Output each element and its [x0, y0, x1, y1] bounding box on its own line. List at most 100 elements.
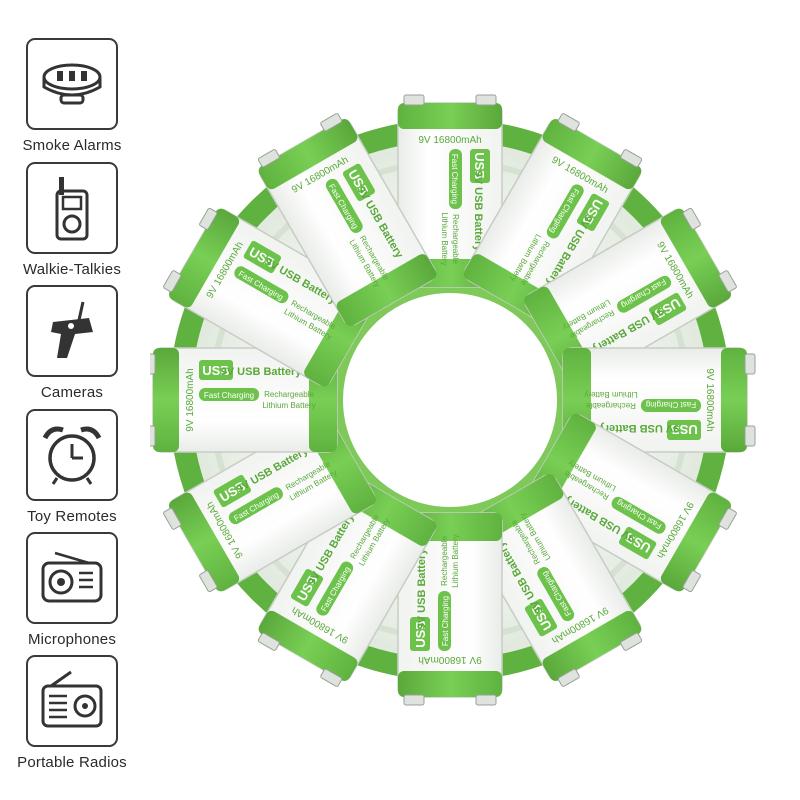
battery-terminal: [403, 94, 425, 106]
fast-charging-label: Fast Charging: [204, 391, 254, 400]
tray-center: [333, 283, 567, 517]
battery-terminal: [257, 149, 280, 168]
smoke-alarm-icon: [26, 38, 118, 130]
feature-label: Walkie-Talkies: [22, 261, 122, 278]
battery-name-label: 9V USB Battery: [221, 366, 303, 378]
walkie-talkie-icon: [26, 162, 118, 254]
usb-badge: [342, 163, 376, 202]
battery-terminal: [144, 425, 156, 447]
usb-badge-text: USB: [670, 422, 697, 437]
remote-controller-icon: [26, 285, 118, 377]
feature-label: Cameras: [40, 384, 104, 401]
battery-name-label: 9V USB Battery: [416, 548, 428, 630]
battery-terminal: [475, 694, 497, 706]
usb-badge-text: USB: [202, 363, 229, 378]
fast-charging-pill: [234, 266, 289, 304]
battery-terminal: [199, 207, 218, 230]
chemistry-label: Lithium Battery: [451, 534, 460, 587]
feature-cameras: Cameras: [8, 285, 136, 401]
battery-terminal: [744, 425, 756, 447]
usb-badge: [667, 420, 701, 440]
battery-terminal: [620, 632, 643, 651]
battery-top-band: [398, 671, 502, 697]
feature-label: Microphones: [27, 631, 117, 648]
battery-terminal: [320, 113, 343, 132]
alarm-clock-icon: [26, 409, 118, 501]
usb-badge-text: USB: [472, 152, 487, 179]
feature-label: Portable Radios: [17, 754, 127, 771]
fast-charging-pill: [611, 496, 666, 534]
battery-capacity-label: 9V 16800mAh: [185, 368, 196, 431]
usb-badge: [199, 360, 233, 380]
battery-top-band: [542, 610, 642, 681]
battery-terminal: [557, 113, 580, 132]
battery-terminal: [320, 668, 343, 687]
radio-icon: [26, 532, 118, 624]
battery-terminal: [744, 353, 756, 375]
battery-capacity-label: 9V 16800mAh: [418, 135, 481, 146]
usb-badge-text: USB: [413, 620, 428, 647]
fast-charging-pill: [641, 399, 701, 412]
battery-name-label: 9V USB Battery: [472, 171, 484, 253]
battery-top-band: [660, 208, 731, 308]
battery-terminal: [475, 94, 497, 106]
fast-charging-pill: [316, 561, 354, 616]
use-cases-sidebar: Smoke Alarms Walkie-Talkies Cameras: [0, 0, 160, 800]
fast-charging-pill: [325, 178, 363, 233]
battery-terminal: [144, 353, 156, 375]
feature-label: Toy Remotes: [27, 508, 117, 525]
battery-top-band: [258, 119, 358, 190]
rechargeable-label: Rechargeable: [264, 390, 314, 399]
usb-badge: [576, 193, 610, 232]
feature-smoke-alarms: Smoke Alarms: [8, 38, 136, 154]
fast-charging-pill: [537, 567, 575, 622]
usb-badge: [648, 292, 687, 326]
battery-terminal: [257, 632, 280, 651]
usb-badge: [470, 149, 490, 183]
rechargeable-label: Rechargeable: [451, 214, 460, 264]
battery-capacity-label: 9V 16800mAh: [418, 654, 481, 665]
feature-toy-remotes: Toy Remotes: [8, 409, 136, 525]
chemistry-label: Lithium Battery: [440, 212, 449, 265]
battery-top-band: [153, 348, 179, 452]
battery-terminal: [163, 270, 182, 293]
portable-radio-icon: [26, 655, 118, 747]
feature-microphones: Microphones: [8, 532, 136, 648]
battery-top-band: [169, 208, 240, 308]
fast-charging-pill: [617, 275, 672, 313]
usb-badge: [290, 568, 324, 607]
usb-badge: [213, 474, 252, 508]
usb-badge: [410, 617, 430, 651]
battery-top-band: [169, 492, 240, 592]
battery-bottom-band: [336, 254, 437, 326]
usb-badge: [524, 598, 558, 637]
fast-charging-pill: [228, 487, 283, 525]
fast-charging-pill: [449, 149, 462, 209]
fast-charging-pill: [546, 184, 584, 239]
battery-top-band: [660, 492, 731, 592]
feature-label: Smoke Alarms: [22, 137, 122, 154]
rechargeable-label: Rechargeable: [586, 401, 636, 410]
rechargeable-label: Rechargeable: [440, 536, 449, 586]
battery-terminal: [682, 207, 701, 230]
battery-terminal: [403, 694, 425, 706]
battery-top-band: [398, 103, 502, 129]
battery-terminal: [557, 668, 580, 687]
battery-terminal: [620, 149, 643, 168]
battery-capacity-label: 9V 16800mAh: [704, 368, 715, 431]
chemistry-label: Lithium Battery: [584, 390, 637, 399]
feature-walkie-talkies: Walkie-Talkies: [8, 162, 136, 278]
usb-badge: [243, 240, 282, 274]
battery-name-label: 9V USB Battery: [598, 422, 680, 434]
feature-portable-radios: Portable Radios: [8, 655, 136, 771]
